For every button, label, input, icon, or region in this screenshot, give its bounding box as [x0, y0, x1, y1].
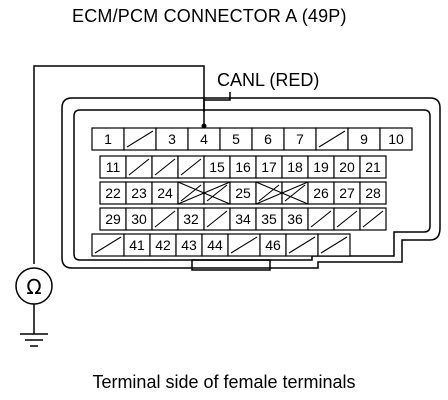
terminal-number: 28 [365, 185, 381, 201]
empty-cavity-mark [318, 130, 346, 148]
empty-cavity-mark [230, 236, 258, 254]
terminal-number: 42 [155, 237, 171, 253]
terminal-number: 30 [131, 211, 147, 227]
terminal-number: 4 [200, 131, 208, 147]
terminal-number: 5 [232, 131, 240, 147]
terminal-number: 6 [264, 131, 272, 147]
terminal-number: 16 [235, 159, 251, 175]
empty-cavity-mark [284, 184, 306, 202]
terminal-number: 35 [261, 211, 277, 227]
ohmmeter-icon: Ω [26, 275, 41, 299]
empty-cavity-mark [206, 184, 228, 202]
terminal-number: 20 [339, 159, 355, 175]
terminal-number: 27 [339, 185, 355, 201]
terminal-cavity [359, 181, 387, 205]
terminal-number: 15 [209, 159, 225, 175]
connector-housing-inner [73, 109, 431, 261]
terminal-number: 18 [287, 159, 303, 175]
terminal-number: 1 [104, 131, 112, 147]
blocked-cavity-x [177, 181, 231, 205]
terminal-number: 19 [313, 159, 329, 175]
terminal-number: 43 [181, 237, 197, 253]
terminal-number: 7 [296, 131, 304, 147]
terminal-number: 17 [261, 159, 277, 175]
empty-cavity-mark [128, 158, 150, 176]
terminal-number: 29 [105, 211, 121, 227]
terminal-number: 3 [168, 131, 176, 147]
terminal-number: 22 [105, 185, 121, 201]
probe-wire [33, 65, 205, 264]
terminal-number: 9 [360, 131, 368, 147]
terminal-cavity [379, 127, 413, 151]
view-caption: Terminal side of female terminals [92, 372, 356, 392]
empty-cavity-mark [126, 130, 154, 148]
terminal-number: 25 [235, 185, 251, 201]
terminal-number: 32 [183, 211, 199, 227]
empty-cavity-mark [258, 184, 280, 202]
empty-cavity-mark [336, 210, 358, 228]
empty-cavity-mark [288, 236, 316, 254]
connector-title: ECM/PCM CONNECTOR A (49P) [72, 6, 347, 26]
terminal-number: 10 [388, 131, 404, 147]
blocked-cavity-x [255, 181, 309, 205]
empty-cavity-mark [320, 236, 348, 254]
terminal-number: 21 [365, 159, 381, 175]
terminal-number: 26 [313, 185, 329, 201]
empty-cavity-mark [206, 210, 228, 228]
probe-point [201, 123, 207, 129]
terminal-number: 24 [157, 185, 173, 201]
empty-cavity-mark [154, 158, 176, 176]
terminal-number: 23 [131, 185, 147, 201]
empty-cavity-mark [310, 210, 332, 228]
connector-housing-outer [61, 97, 441, 269]
terminal-number: 41 [129, 237, 145, 253]
empty-cavity-mark [362, 210, 384, 228]
terminal-number: 11 [106, 159, 121, 175]
terminal-number: 34 [235, 211, 251, 227]
terminal-number: 36 [287, 211, 303, 227]
empty-cavity-mark [94, 236, 122, 254]
wire-label: CANL (RED) [217, 70, 320, 90]
terminal-number: 46 [265, 237, 281, 253]
wire-callout [203, 92, 231, 112]
empty-cavity-mark [154, 210, 176, 228]
terminal-cavity [359, 155, 387, 179]
terminal-number: 44 [207, 237, 223, 253]
empty-cavity-mark [180, 158, 202, 176]
empty-cavity-mark [180, 184, 202, 202]
lock-tab [191, 259, 271, 271]
